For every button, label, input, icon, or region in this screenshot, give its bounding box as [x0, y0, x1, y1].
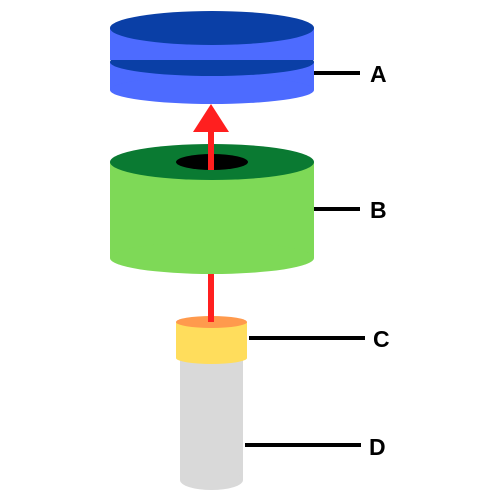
label-c: C [373, 326, 390, 352]
part-d-rod [180, 352, 243, 490]
label-b: B [370, 197, 387, 223]
label-d: D [369, 434, 386, 460]
assembly-arrow [193, 104, 229, 322]
part-a-disks [110, 11, 314, 104]
arrow-head-icon [193, 104, 229, 132]
label-a: A [370, 61, 387, 87]
part-c-cap [176, 316, 247, 364]
